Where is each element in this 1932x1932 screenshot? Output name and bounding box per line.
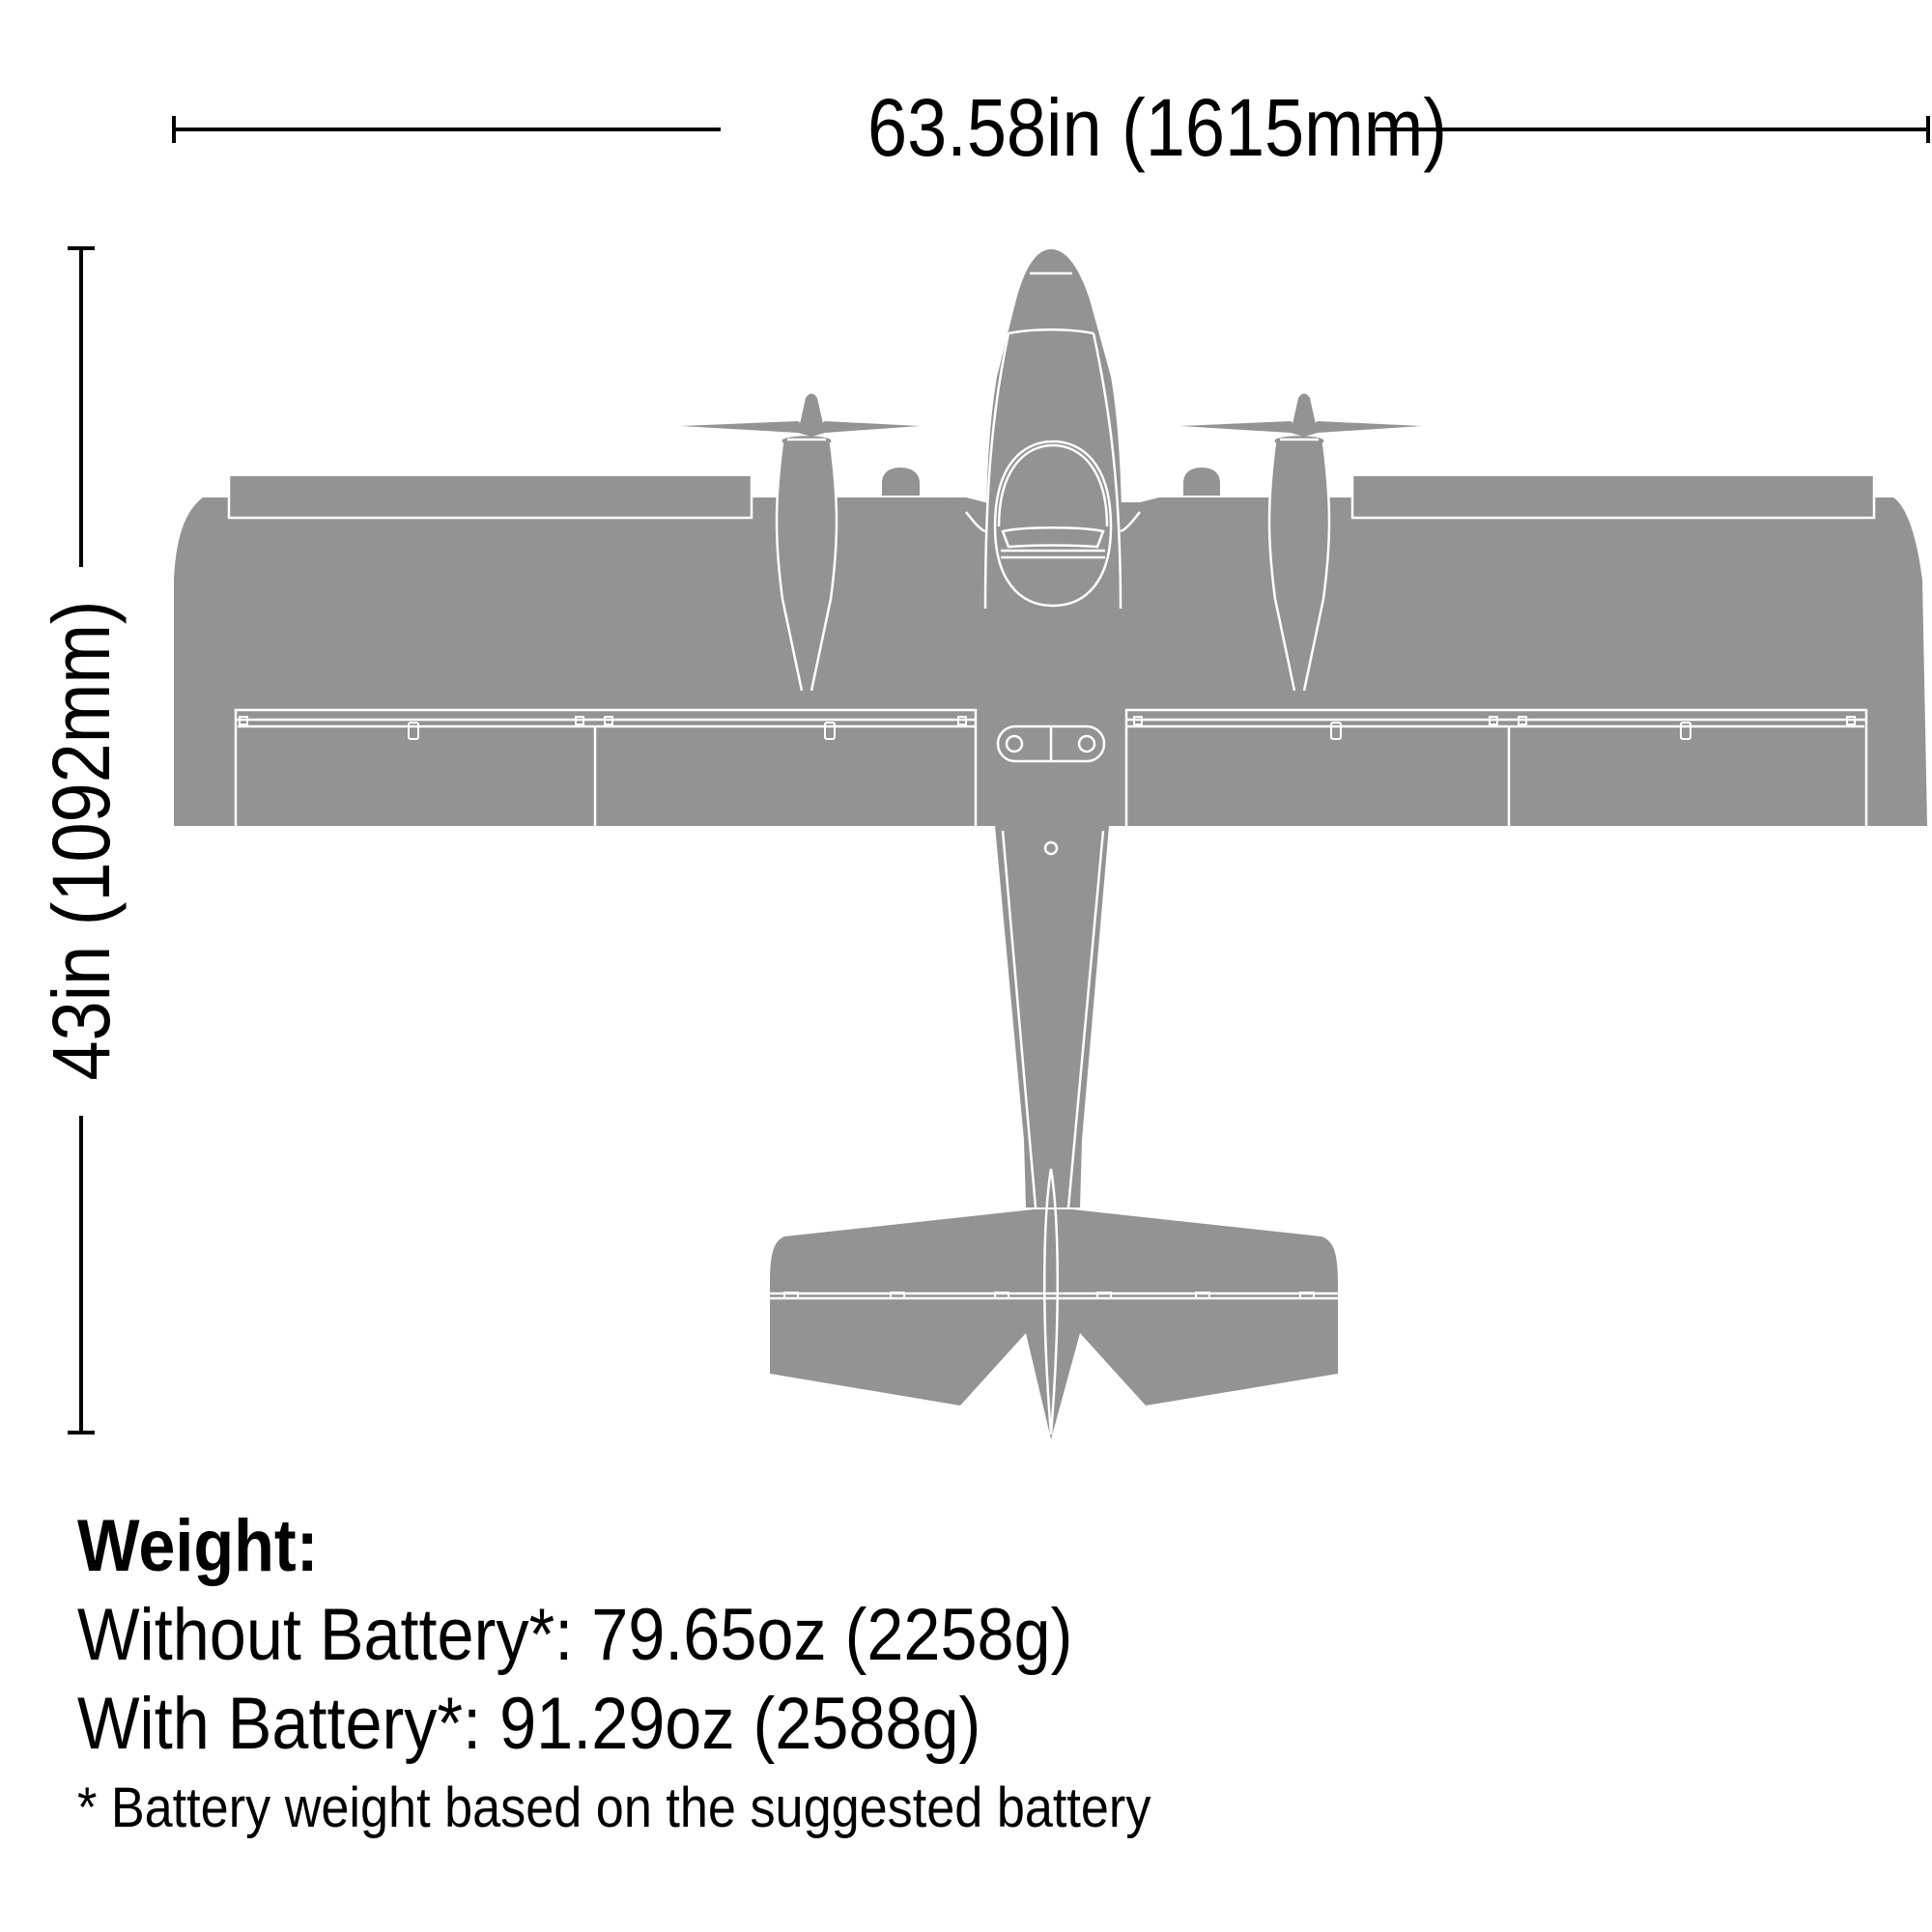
left-intake-bump <box>882 468 920 496</box>
right-intake-bump <box>1183 468 1220 496</box>
fuselage-nose <box>985 249 1122 609</box>
length-bottom-tick <box>68 1431 95 1435</box>
right-engine-nacelle <box>1269 436 1329 696</box>
canopy-outline <box>993 440 1113 608</box>
horizontal-stabilizer <box>770 1209 1338 1439</box>
battery-footnote: * Battery weight based on the suggested … <box>77 1776 1151 1839</box>
wingspan-right-tick <box>1926 116 1930 143</box>
tail-boom <box>995 826 1109 1208</box>
wingspan-line-right <box>1376 128 1928 131</box>
length-line-bottom <box>79 1116 83 1435</box>
wingspan-dimension: 63.58in (1615mm) <box>172 87 1932 174</box>
left-engine-nacelle <box>777 436 837 696</box>
length-line-top <box>79 246 83 567</box>
right-spinner <box>1291 393 1318 433</box>
left-propeller <box>681 421 920 437</box>
weight-with-battery: With Battery*: 91.29oz (2588g) <box>77 1683 981 1765</box>
weight-specs: Weight: Without Battery*: 79.65oz (2258g… <box>77 1502 1816 1842</box>
weight-without-battery: Without Battery*: 79.65oz (2258g) <box>77 1594 1073 1676</box>
right-leading-edge-panel <box>1352 476 1874 518</box>
wingspan-line-left <box>172 128 721 131</box>
left-spinner <box>798 393 825 433</box>
wingspan-label: 63.58in (1615mm) <box>867 82 1447 173</box>
main-wing <box>174 497 1927 826</box>
airplane-top-view <box>174 249 1927 1439</box>
length-dimension: 43in (1092mm) <box>36 246 155 1435</box>
weight-heading: Weight: <box>77 1505 319 1587</box>
right-propeller <box>1180 421 1422 437</box>
left-leading-edge-panel <box>229 476 752 518</box>
